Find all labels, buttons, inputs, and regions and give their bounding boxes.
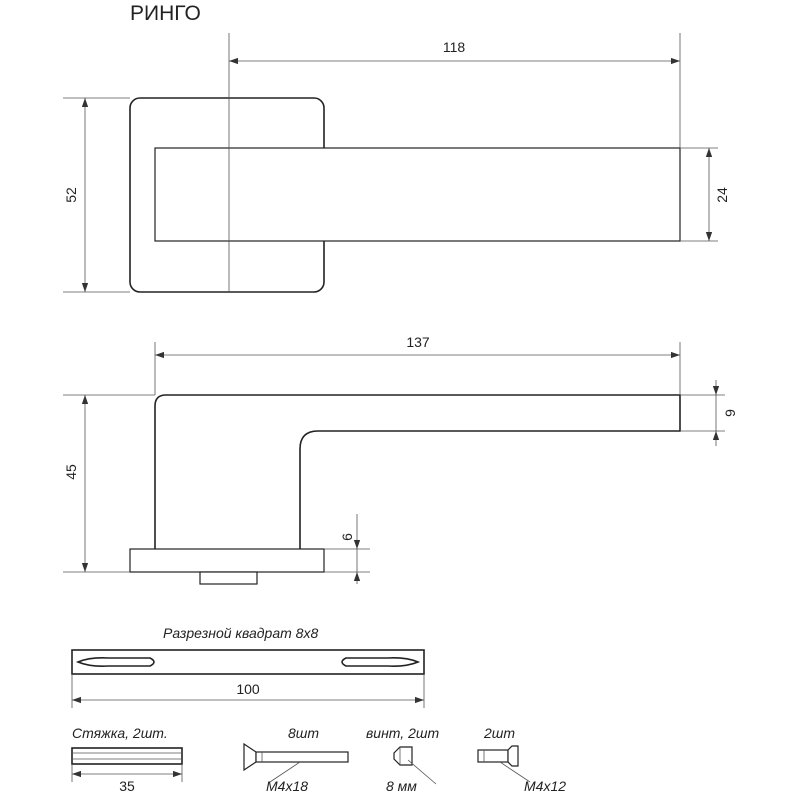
dim-52: 52 [63,187,79,203]
spindle-slot-left [75,657,155,667]
spindle-label: Разрезной квадрат 8x8 [163,625,318,641]
lever-front [154,147,681,242]
dim-137: 137 [406,334,430,350]
lever-profile [154,394,681,549]
set-screw: винт, 2шт 8 мм [366,725,439,794]
screw-short-head [507,745,519,767]
side-view: 137 45 9 6 [63,334,738,585]
screw-short-size: M4x12 [524,778,566,794]
screw-long-head [243,742,257,772]
screw-m4x12: 2шт M4x12 [477,725,566,794]
dim-9: 9 [722,409,738,417]
dim-35: 35 [119,778,135,794]
screw-short-count: 2шт [483,725,515,741]
set-screw-size: 8 мм [386,778,417,794]
front-view: 118 52 24 [63,33,730,293]
drawing-title: РИНГО [130,2,201,25]
screw-long-size: M4x18 [266,778,308,794]
spindle-slot-right [341,657,421,667]
dim-24: 24 [714,187,730,203]
coupler-body [71,747,183,765]
screw-long-shaft [255,751,349,763]
dim-100: 100 [236,681,260,697]
dim-45: 45 [63,464,79,480]
dim-118: 118 [443,39,466,55]
coupler-label: Стяжка, 2шт. [72,725,168,741]
set-screw-label: винт, 2шт [366,725,439,741]
coupler-part: Стяжка, 2шт. 35 [71,725,183,794]
screw-short-shaft [477,749,509,763]
split-spindle [71,649,425,675]
rose-base-side [129,548,325,573]
screw-m4x18: 8шт M4x18 [243,725,349,794]
spindle-stub [199,571,258,585]
dim-6: 6 [339,533,355,541]
spindle-section: Разрезной квадрат 8x8 100 [71,625,425,708]
screw-long-count: 8шт [288,725,319,741]
set-screw-body [393,746,413,766]
